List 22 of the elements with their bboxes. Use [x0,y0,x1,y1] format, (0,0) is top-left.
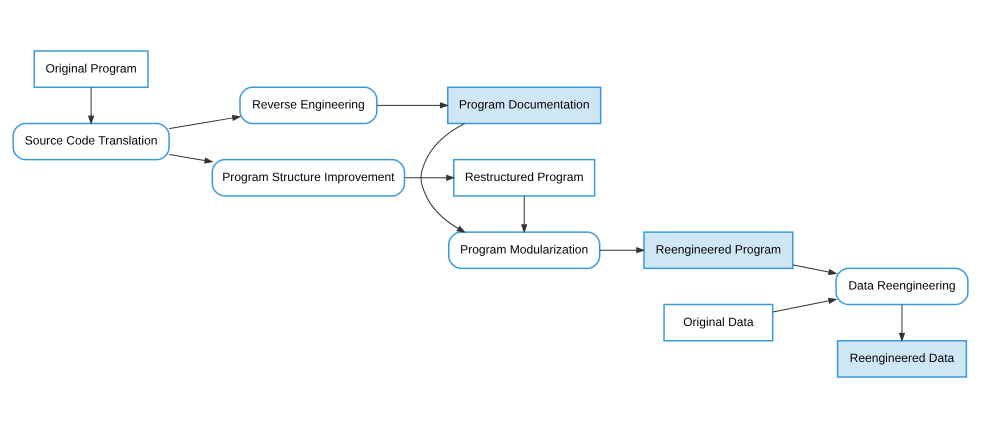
node-box: Program Modularization [448,231,600,270]
node-box: Restructured Program [453,158,596,197]
node-box: Program Structure Improvement [212,158,406,197]
node-box: Reverse Engineering [239,86,378,124]
node-box: Reengineered Program [643,231,794,270]
arrow [792,264,838,276]
arrow [169,154,214,164]
arrow [521,196,528,234]
arrow [600,247,646,254]
arrow [420,123,466,233]
node-box: Data Reengineering [835,268,969,306]
arrow [404,174,456,181]
node-box: Original Data [663,304,774,342]
arrow [898,304,906,342]
node-box: Program Documentation [447,86,602,124]
node-box: Original Program [34,50,149,88]
arrow [772,298,838,312]
arrow [169,114,242,130]
node-box: Source Code Translation [12,122,170,160]
arrow [377,102,449,109]
node-box: Reengineered Data [836,340,968,378]
arrow [88,87,94,125]
